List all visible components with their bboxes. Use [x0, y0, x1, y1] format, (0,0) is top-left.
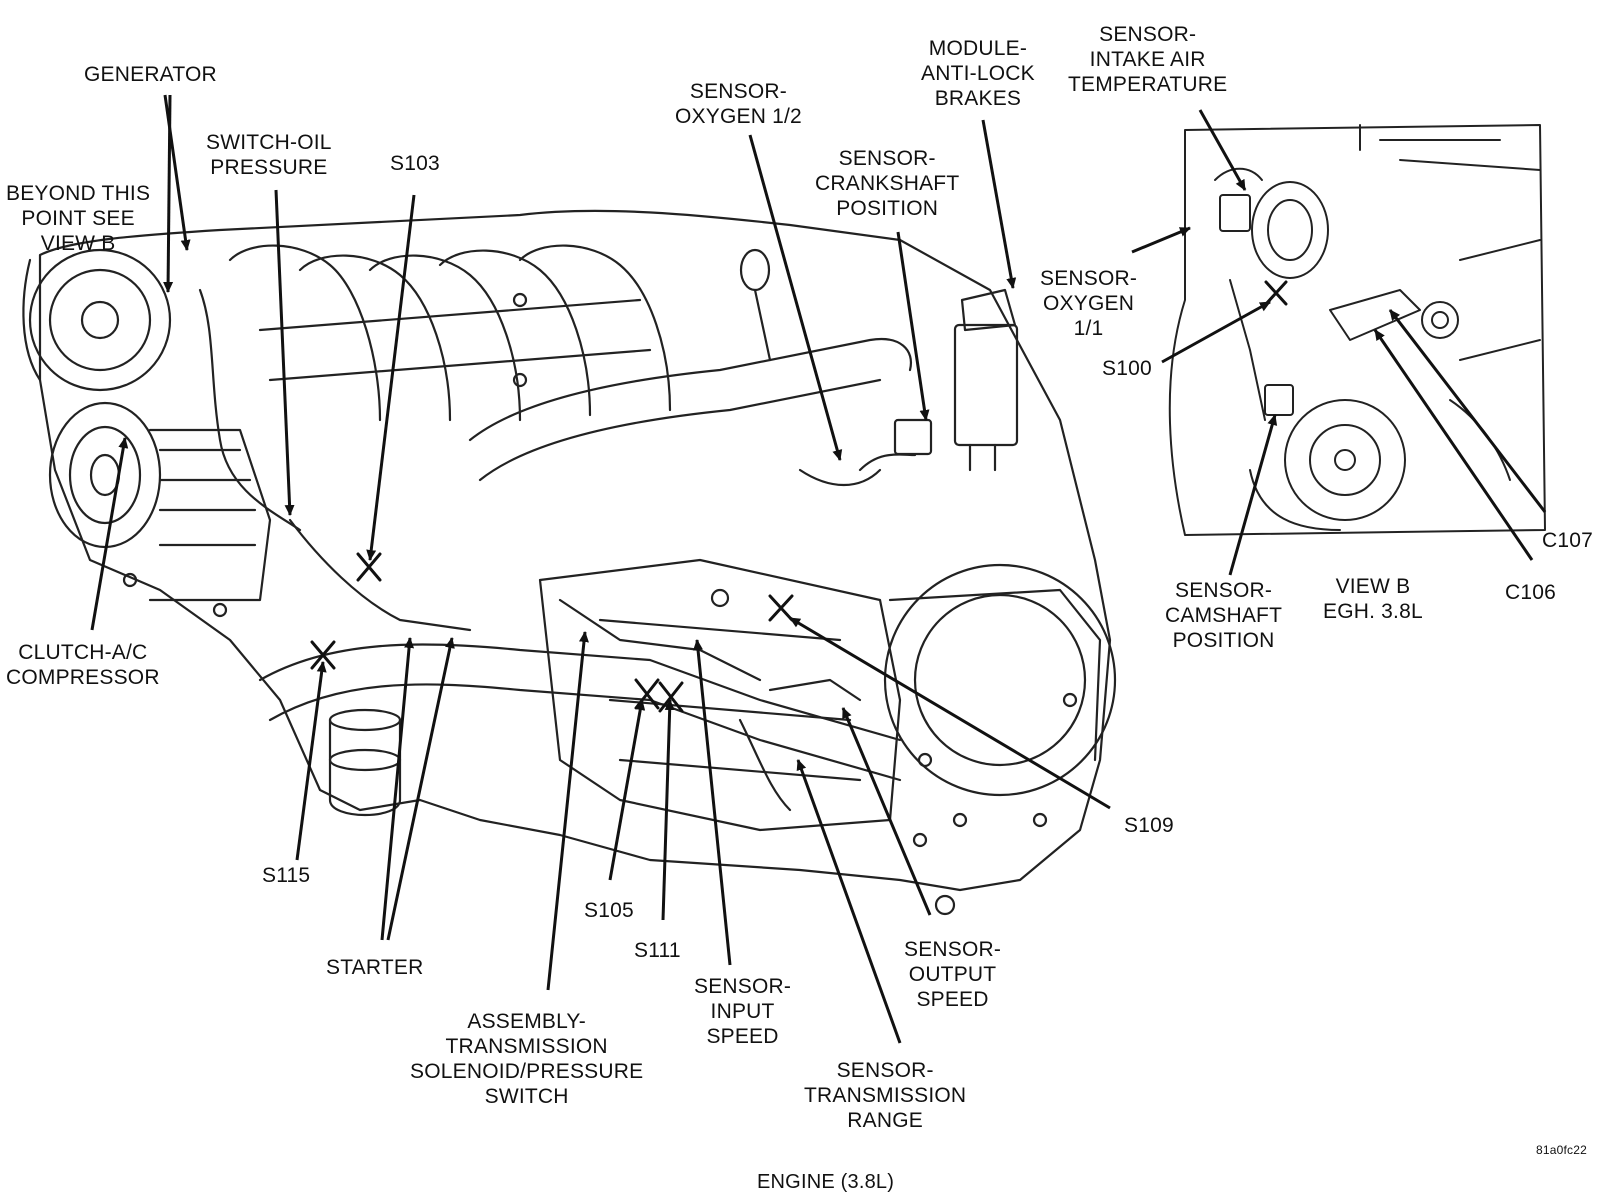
- leader-starter-2: [386, 637, 455, 941]
- leader-assembly-trans: [546, 631, 589, 991]
- leader-s103: [366, 194, 416, 561]
- leader-abs: [981, 119, 1017, 289]
- label-s103: S103: [390, 152, 440, 175]
- leader-camshaft: [1228, 414, 1278, 576]
- leader-crankshaft: [896, 231, 930, 421]
- leader-s111: [661, 699, 675, 921]
- splice-x-s103: [356, 552, 382, 582]
- leader-oil-pressure: [274, 189, 295, 516]
- figure-caption: ENGINE (3.8L): [757, 1171, 895, 1193]
- leader-lines: [90, 94, 1547, 1044]
- leader-output-speed: [841, 707, 932, 916]
- leader-s115: [295, 661, 327, 861]
- leader-intake-air: [1198, 109, 1247, 191]
- view-b-inset: [1168, 124, 1546, 536]
- engine-drawing: [22, 209, 1117, 916]
- splice-x-s109: [768, 594, 794, 622]
- label-c107: C107: [1542, 529, 1594, 552]
- label-s111: S111: [634, 939, 681, 962]
- label-s105: S105: [584, 899, 634, 922]
- leader-c107: [1388, 309, 1547, 513]
- figure-id: 81a0fc22: [1536, 1143, 1587, 1157]
- label-s115: S115: [262, 864, 311, 887]
- leader-s109: [789, 616, 1111, 810]
- leader-input-speed: [693, 639, 732, 966]
- label-c106: C106: [1505, 581, 1557, 604]
- leader-trans-range: [796, 759, 902, 1044]
- splice-marks: [310, 280, 1288, 713]
- label-sensor-oxygen-12: SENSOR-OXYGEN 1/2: [675, 80, 802, 128]
- leader-c106: [1373, 329, 1534, 561]
- label-generator: GENERATOR: [84, 63, 217, 86]
- leader-oxygen-12: [748, 134, 843, 461]
- leader-starter-1: [380, 637, 415, 941]
- label-starter: STARTER: [326, 956, 424, 979]
- splice-x-s100: [1264, 280, 1288, 306]
- leader-generator-2: [163, 94, 174, 293]
- splice-x-s115: [310, 640, 336, 670]
- splice-x-s111: [658, 681, 684, 713]
- leader-s105: [608, 699, 646, 881]
- label-s109: S109: [1124, 814, 1174, 837]
- leader-clutch-ac: [90, 437, 129, 631]
- label-s100: S100: [1102, 357, 1152, 380]
- leader-oxygen-11: [1131, 226, 1191, 254]
- leader-s100: [1161, 300, 1271, 364]
